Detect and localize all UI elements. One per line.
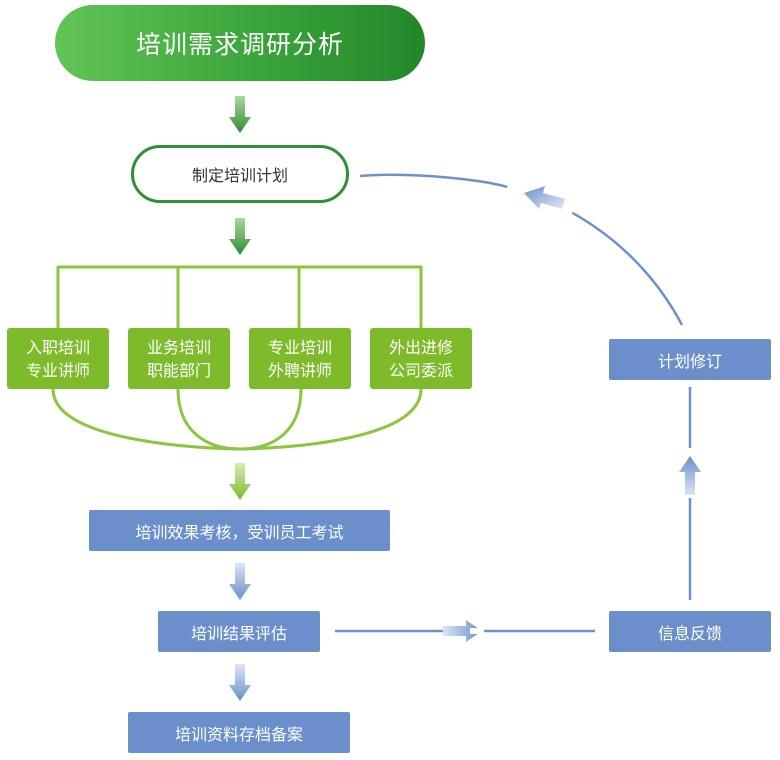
arrow-down-icon — [229, 96, 251, 133]
method-node: 业务培训 职能部门 — [128, 328, 230, 389]
arrow-down-icon — [229, 563, 251, 600]
method-title: 外出进修 — [388, 337, 453, 357]
method-source: 专业讲师 — [25, 360, 90, 380]
archive-node: 培训资料存档备案 — [128, 712, 350, 753]
revision-plan-curve — [359, 173, 684, 326]
evaluation-label: 培训结果评估 — [190, 623, 287, 643]
needs-analysis-label: 培训需求调研分析 — [135, 30, 344, 59]
assessment-label: 培训效果考核，受训员工考试 — [135, 522, 344, 542]
arrow-up-icon — [679, 456, 701, 495]
method-node: 外出进修 公司委派 — [370, 328, 472, 389]
arrow-down-icon — [229, 664, 251, 701]
arrow-down-icon — [229, 463, 251, 500]
merge-curves — [51, 388, 423, 451]
revision-node: 计划修订 — [609, 339, 771, 380]
needs-analysis-node: 培训需求调研分析 — [55, 5, 425, 81]
method-node: 专业培训 外聘讲师 — [249, 328, 351, 389]
method-node: 入职培训 专业讲师 — [7, 328, 109, 389]
method-title: 业务培训 — [146, 337, 211, 357]
assessment-node: 培训效果考核，受训员工考试 — [89, 510, 390, 551]
revision-label: 计划修订 — [657, 351, 722, 371]
line-gap — [470, 628, 484, 634]
method-source: 外聘讲师 — [267, 360, 332, 380]
method-source: 职能部门 — [146, 360, 211, 380]
arrow-down-icon — [229, 218, 251, 255]
arrow-right-icon — [443, 620, 482, 642]
method-title: 入职培训 — [25, 337, 90, 357]
method-source: 公司委派 — [388, 360, 453, 380]
evaluation-node: 培训结果评估 — [158, 611, 320, 652]
method-title: 专业培训 — [267, 337, 332, 357]
feedback-label: 信息反馈 — [657, 623, 722, 643]
archive-label: 培训资料存档备案 — [174, 724, 303, 744]
arrow-left-icon — [524, 186, 565, 209]
training-plan-node: 制定培训计划 — [131, 145, 349, 203]
branch-bracket — [56, 265, 423, 328]
training-plan-label: 制定培训计划 — [191, 166, 288, 185]
feedback-node: 信息反馈 — [609, 611, 771, 652]
